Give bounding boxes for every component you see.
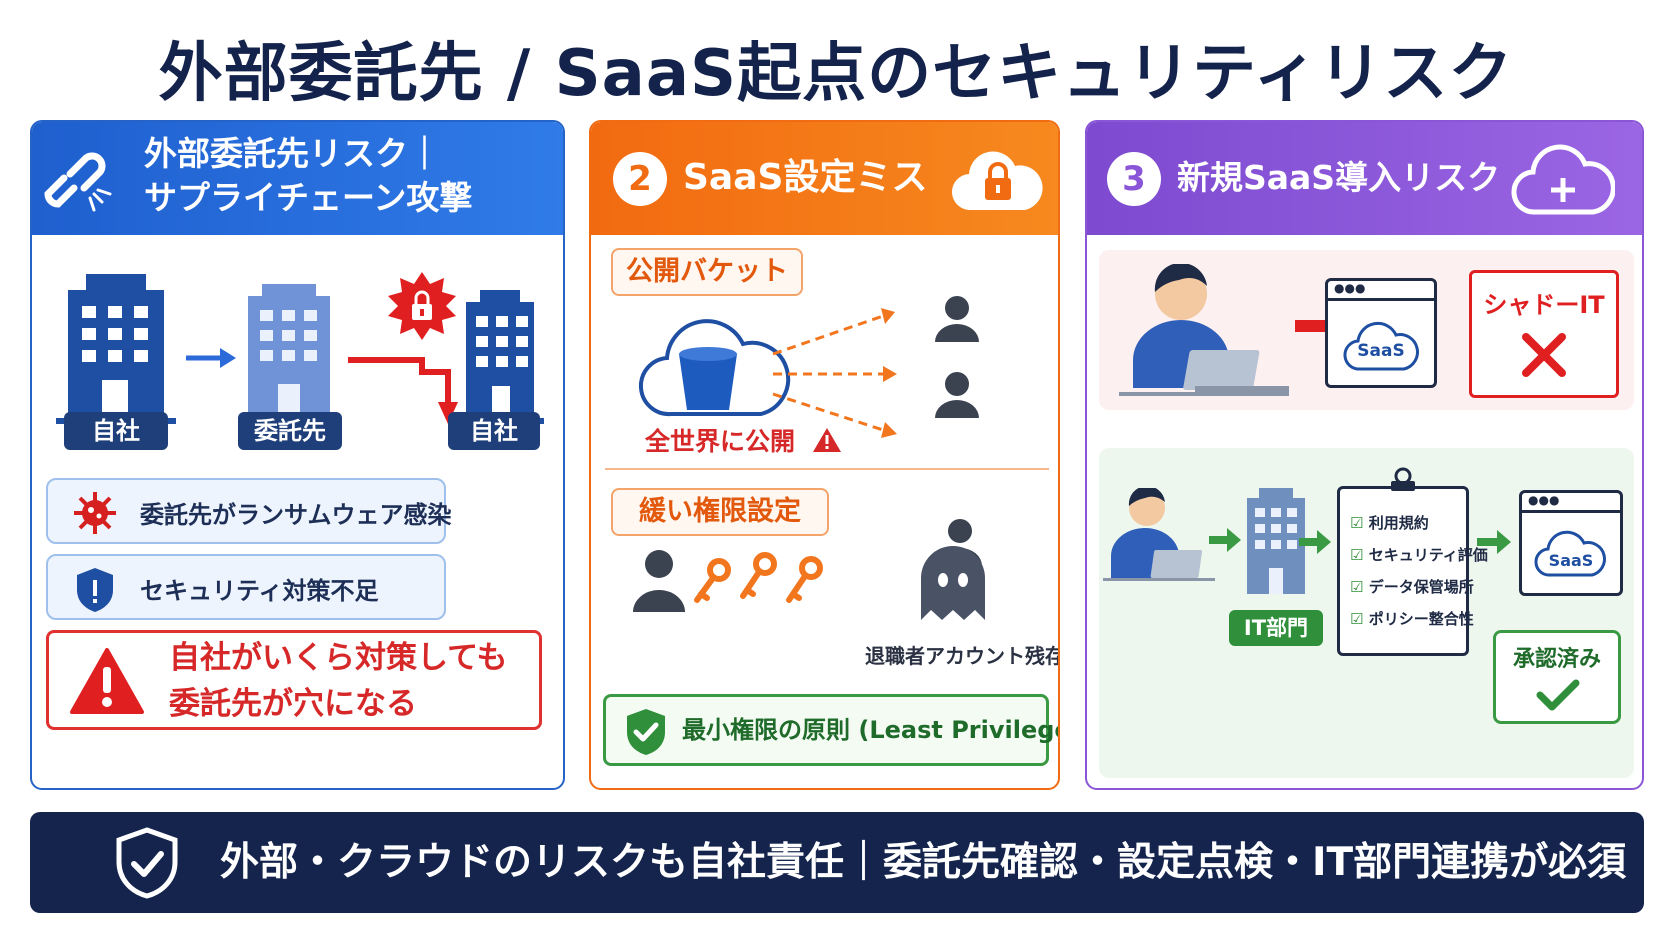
warning-line2: 委託先が穴になる — [169, 686, 417, 722]
approved-saas-window-icon: ●●● SaaS — [1519, 490, 1623, 596]
least-privilege-text: 最小権限の原則 (Least Privilege) — [682, 716, 1060, 744]
least-privilege-box: 最小権限の原則 (Least Privilege) — [603, 694, 1058, 766]
checklist-item: ☑ 利用規約 — [1350, 507, 1488, 539]
arrow-down-icon — [438, 402, 458, 424]
checkmark-icon — [1536, 679, 1580, 711]
public-bucket-tag: 公開バケット — [611, 248, 803, 296]
external-user-icons — [935, 296, 979, 418]
shield-alert-icon — [77, 568, 113, 612]
panel-number-badge: 3 — [1107, 152, 1161, 206]
section-divider — [605, 468, 1049, 470]
new-saas-risk-panel: 3 新規SaaS導入リスク ●●● SaaS シャドーIT — [1085, 120, 1644, 790]
saas-misconfig-panel: 2 SaaS設定ミス 公開バケット 全世界に公開 — [589, 120, 1060, 790]
building-label-own: 自社 — [64, 412, 168, 450]
shadow-it-scenario: ●●● SaaS シャドーIT — [1099, 250, 1634, 410]
own-company-building-icon — [56, 274, 176, 424]
saas-window-icon: ●●● SaaS — [1325, 278, 1437, 388]
clipboard-clip-icon — [1391, 467, 1415, 491]
public-exposure-label: 全世界に公開 — [645, 422, 842, 458]
user-laptop-icon — [1119, 264, 1289, 396]
checkbox-checked-icon: ☑ — [1350, 578, 1364, 596]
review-checklist: ☑ 利用規約 ☑ セキュリティ評価 ☑ データ保管場所 ☑ ポリシー整合性 — [1337, 467, 1488, 656]
checkbox-checked-icon: ☑ — [1350, 546, 1364, 564]
arrow-right-icon — [1477, 530, 1511, 554]
checklist-item: ☑ セキュリティ評価 — [1350, 539, 1488, 571]
it-department-building-icon — [1247, 488, 1305, 594]
public-bucket-diagram — [639, 296, 979, 438]
checklist-item-text: データ保管場所 — [1368, 578, 1474, 596]
checklist-item-text: 利用規約 — [1368, 514, 1429, 532]
arrow-right-icon — [1209, 528, 1241, 552]
it-department-label: IT部門 — [1229, 610, 1323, 646]
approved-saas-scenario: IT部門 ☑ 利用規約 ☑ セキュリティ評価 ☑ データ保管場所 ☑ ポリシー整… — [1099, 448, 1634, 778]
risk-item-text: 委託先がランサムウェア感染 — [140, 501, 452, 529]
warning-triangle-icon — [812, 428, 841, 452]
panel-number-badge: 2 — [613, 152, 667, 206]
footer-banner: 外部・クラウドのリスクも自社責任｜委託先確認・設定点検・IT部門連携が必須 — [30, 812, 1644, 913]
page-title: 外部委託先 / SaaS起点のセキュリティリスク — [158, 37, 1514, 111]
risk-item-ransomware: 委託先がランサムウェア感染 — [46, 478, 452, 544]
ghost-icon — [921, 546, 985, 620]
contractor-building-icon — [248, 284, 330, 420]
outsourcing-risk-panel: 外部委託先リスク｜ サプライチェーン攻撃 — [30, 120, 565, 790]
checkbox-checked-icon: ☑ — [1350, 610, 1364, 628]
attack-path-arrow — [348, 357, 451, 406]
warning-triangle-icon — [70, 648, 144, 714]
loose-permission-tag: 緩い権限設定 — [611, 488, 829, 536]
saas-label: SaaS — [1548, 551, 1594, 570]
building-label-own-2: 自社 — [448, 412, 540, 450]
checklist-item: ☑ ポリシー整合性 — [1350, 603, 1488, 635]
checkbox-checked-icon: ☑ — [1350, 514, 1364, 532]
exposure-arrows — [772, 314, 884, 432]
outsourcing-risk-header: 外部委託先リスク｜ サプライチェーン攻撃 — [32, 122, 563, 235]
permission-keys-diagram — [633, 550, 823, 612]
arrow-right-icon — [186, 348, 236, 368]
checklist-items: ☑ 利用規約 ☑ セキュリティ評価 ☑ データ保管場所 ☑ ポリシー整合性 — [1350, 507, 1488, 635]
user-icon — [633, 550, 685, 612]
virus-attacker-icon — [388, 272, 456, 340]
saas-misconfig-header: 2 SaaS設定ミス — [591, 122, 1058, 235]
shadow-it-box: シャドーIT — [1469, 270, 1619, 398]
header-title: SaaS設定ミス — [683, 157, 928, 198]
keys-icon — [694, 552, 823, 603]
warning-line1: 自社がいくら対策しても — [169, 640, 508, 676]
header-title: 新規SaaS導入リスク — [1177, 158, 1501, 197]
checklist-item: ☑ データ保管場所 — [1350, 571, 1488, 603]
risk-item-text-2: セキュリティ対策不足 — [140, 577, 379, 605]
public-exposure-text: 全世界に公開 — [645, 427, 796, 456]
cloud-lock-icon — [951, 151, 1043, 211]
checklist-item-text: ポリシー整合性 — [1368, 610, 1474, 628]
arrow-right-icon — [1299, 530, 1331, 554]
footer-text: 外部・クラウドのリスクも自社責任｜委託先確認・設定点検・IT部門連携が必須 — [220, 840, 1627, 885]
new-saas-risk-header: 3 新規SaaS導入リスク — [1087, 122, 1642, 235]
approved-label: 承認済み — [1512, 647, 1601, 672]
approved-box: 承認済み — [1493, 630, 1621, 724]
virus-icon — [74, 492, 116, 534]
shadow-it-label: シャドーIT — [1483, 291, 1605, 319]
checklist-item-text: セキュリティ評価 — [1368, 546, 1488, 564]
building-label-contractor: 委託先 — [238, 412, 342, 450]
cloud-bucket-icon — [639, 319, 791, 417]
saas-label: SaaS — [1357, 341, 1405, 361]
header-title-line1: 外部委託先リスク｜ — [144, 134, 441, 173]
shield-check-icon — [116, 827, 178, 899]
retired-account-label: 退職者アカウント残存 — [865, 644, 1060, 668]
risk-item-insufficient-security: セキュリティ対策不足 — [46, 554, 446, 620]
header-title-line2: サプライチェーン攻撃 — [144, 178, 473, 217]
warning-box: 自社がいくら対策しても 委託先が穴になる — [46, 630, 542, 730]
shield-check-icon — [627, 709, 665, 755]
cross-icon — [1522, 333, 1566, 377]
own-company-building-icon-2 — [456, 290, 544, 424]
user-laptop-icon — [1103, 488, 1215, 581]
cloud-plus-icon — [1511, 144, 1615, 215]
chain-link-broken-icon — [44, 152, 112, 212]
